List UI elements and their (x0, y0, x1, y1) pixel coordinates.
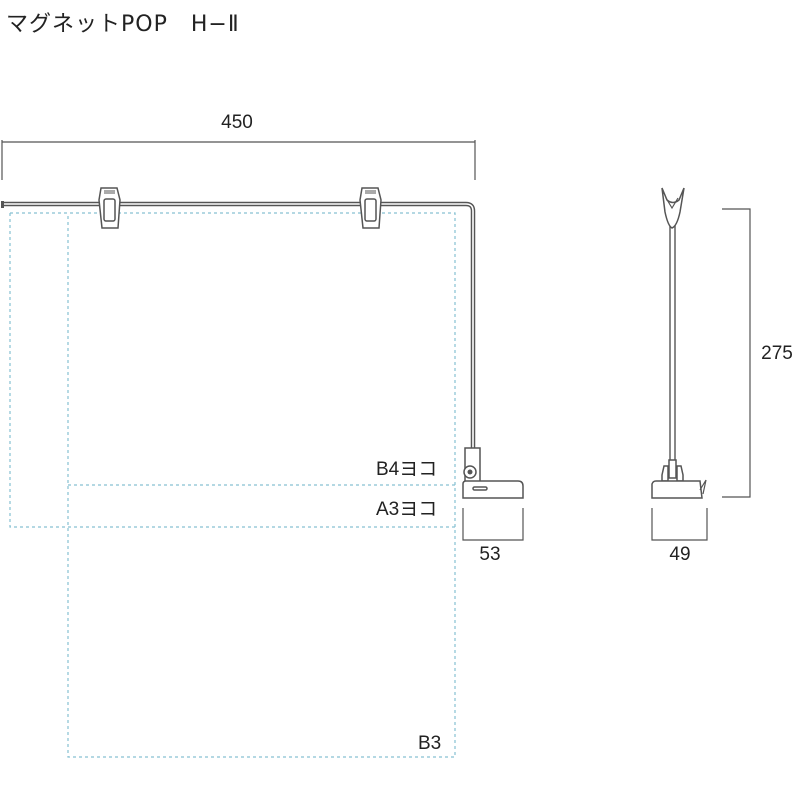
side-base-width-value: 49 (669, 544, 690, 565)
clip-right (359, 187, 382, 229)
page-title: マグネットPOP H−Ⅱ (6, 12, 240, 37)
rod (1, 201, 476, 448)
label-a3: A3ヨコ (376, 499, 437, 520)
b3-outline (10, 212, 456, 758)
height-dimension (722, 208, 751, 498)
width-value: 450 (221, 112, 253, 133)
label-b4: B4ヨコ (376, 459, 437, 480)
side-view (651, 187, 708, 541)
label-b3: B3 (418, 733, 441, 754)
paper-outlines (9, 212, 456, 758)
b4-outline (9, 213, 455, 528)
height-value: 275 (761, 343, 793, 364)
front-base-width-value: 53 (479, 544, 500, 565)
front-magnet-base (462, 447, 524, 541)
width-dimension (1, 140, 476, 180)
clip-left (98, 187, 121, 229)
